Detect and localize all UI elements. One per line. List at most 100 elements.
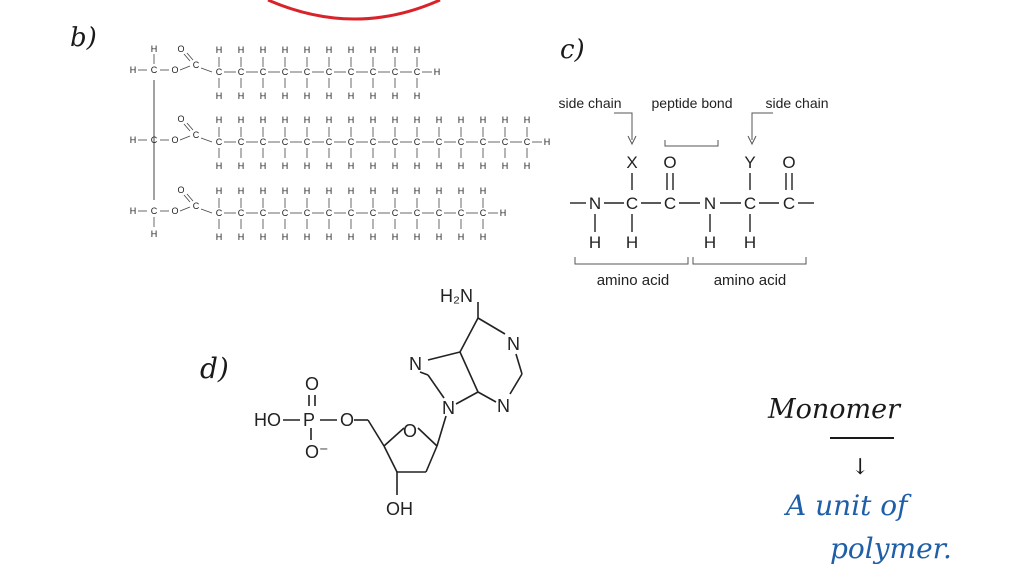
atom-c: C (348, 67, 355, 77)
atom-h: H (216, 91, 223, 101)
atom-h: H (436, 232, 443, 242)
atom-c: C (216, 208, 223, 218)
atom-c: C (238, 208, 245, 218)
atom-h: H (348, 186, 355, 196)
atom-h: H (458, 115, 465, 125)
atom-h: H (436, 186, 443, 196)
atom-c: C (370, 137, 377, 147)
atom-h: H (304, 115, 311, 125)
atom-h: H (502, 115, 509, 125)
red-circle-mark (267, 0, 441, 21)
atom-h: H (392, 232, 399, 242)
atom-h: H (216, 186, 223, 196)
atom-h: H (326, 186, 333, 196)
atom-h: H (130, 65, 137, 75)
monomer-heading: Monomer (767, 394, 902, 425)
atom-o: O (171, 206, 178, 216)
atom-h: H (392, 115, 399, 125)
label-b: b) (70, 23, 97, 53)
atom-c: C (260, 67, 267, 77)
atom-h: H (524, 161, 531, 171)
atom-h: H (370, 186, 377, 196)
atom-h: H (370, 161, 377, 171)
atom-c: C (458, 208, 465, 218)
atom-h: H (480, 232, 487, 242)
atom-h: H (282, 45, 289, 55)
amino-acid-left-label: amino acid (597, 272, 670, 289)
atom-h: H (130, 135, 137, 145)
triglyceride-diagram: H C H O C O C H H C H H C H H C H H C H H C H H C H H C H H C H H C H H H H C O… (130, 44, 551, 242)
atom-c: C (502, 137, 509, 147)
atom-c: C (458, 137, 465, 147)
atom-h: H (434, 67, 441, 77)
atom-c-carbonyl: C (193, 201, 200, 211)
atom-h: H (414, 232, 421, 242)
atom-h: H (282, 186, 289, 196)
carbonyl-o1: O (663, 153, 676, 172)
purine-n3: N (497, 396, 510, 416)
h-c2: H (744, 233, 756, 252)
atom-h: H (326, 91, 333, 101)
atom-c: C (392, 208, 399, 218)
atom-c-carbonyl: C (193, 60, 200, 70)
atom-h: H (304, 91, 311, 101)
atom-h: H (370, 232, 377, 242)
atom-h: H (238, 161, 245, 171)
nucleotide-diagram: HO P O O⁻ O O OH N N N N (254, 286, 523, 519)
atom-h: H (304, 232, 311, 242)
atom-c: C (326, 208, 333, 218)
down-arrow: ↓ (851, 455, 869, 480)
atom-c: C (326, 67, 333, 77)
atom-h: H (524, 115, 531, 125)
atom-c: C (436, 137, 443, 147)
phosphorus-atom: P (303, 410, 315, 430)
atom-c: C (216, 67, 223, 77)
atom-n1: N (589, 194, 601, 213)
atom-c: C (370, 67, 377, 77)
atom-h: H (436, 115, 443, 125)
amino-acid-right-label: amino acid (714, 272, 787, 289)
atom-h: H (216, 232, 223, 242)
ring-oxygen: O (403, 421, 417, 441)
atom-h: H (414, 161, 421, 171)
atom-h: H (370, 91, 377, 101)
atom-o: O (171, 65, 178, 75)
atom-h: H (151, 229, 158, 239)
atom-c: C (282, 137, 289, 147)
atom-c: C (304, 137, 311, 147)
atom-c: C (414, 67, 421, 77)
atom-o: O (171, 135, 178, 145)
atom-h: H (326, 161, 333, 171)
atom-c: C (151, 65, 158, 75)
atom-h: H (326, 45, 333, 55)
atom-c: C (348, 137, 355, 147)
atom-h: H (480, 161, 487, 171)
atom-h: H (414, 91, 421, 101)
atom-c: C (304, 208, 311, 218)
definition-line-1: A unit of (783, 489, 912, 522)
atom-h: H (348, 91, 355, 101)
atom-h: H (502, 161, 509, 171)
atom-h: H (348, 45, 355, 55)
atom-h: H (480, 115, 487, 125)
atom-h: H (348, 161, 355, 171)
atom-h: H (326, 115, 333, 125)
atom-h: H (260, 45, 267, 55)
atom-c: C (414, 208, 421, 218)
atom-c: C (524, 137, 531, 147)
amine-group: H₂N (440, 286, 473, 306)
atom-h: H (282, 115, 289, 125)
atom-h: H (282, 161, 289, 171)
side-chain-left-label: side chain (558, 95, 621, 111)
phosphate-o-minus: O⁻ (305, 442, 329, 462)
atom-h: H (260, 161, 267, 171)
atom-c: C (282, 67, 289, 77)
atom-c: C (370, 208, 377, 218)
atom-c: C (326, 137, 333, 147)
atom-h: H (370, 115, 377, 125)
atom-c: C (151, 135, 158, 145)
atom-h: H (414, 115, 421, 125)
atom-c: C (151, 206, 158, 216)
h-c1: H (626, 233, 638, 252)
atom-h: H (304, 45, 311, 55)
